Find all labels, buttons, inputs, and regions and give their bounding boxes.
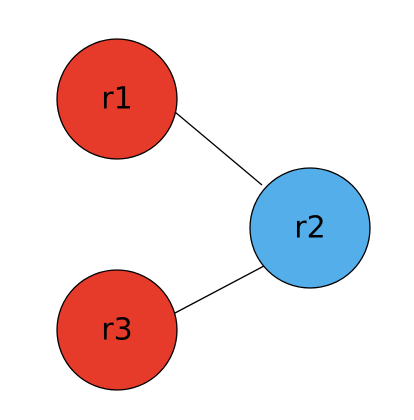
edge-r3-r2 [174, 265, 265, 314]
node-r1-label: r1 [101, 82, 132, 117]
node-r2: r2 [249, 167, 371, 289]
node-r2-label: r2 [294, 211, 325, 246]
edge-r1-r2 [174, 111, 263, 186]
node-r3: r3 [56, 269, 178, 391]
node-r2-circle [249, 167, 371, 289]
edges-layer [174, 111, 265, 314]
node-r1-circle [56, 38, 178, 160]
node-r3-label: r3 [101, 313, 132, 348]
node-r1: r1 [56, 38, 178, 160]
node-r3-circle [56, 269, 178, 391]
